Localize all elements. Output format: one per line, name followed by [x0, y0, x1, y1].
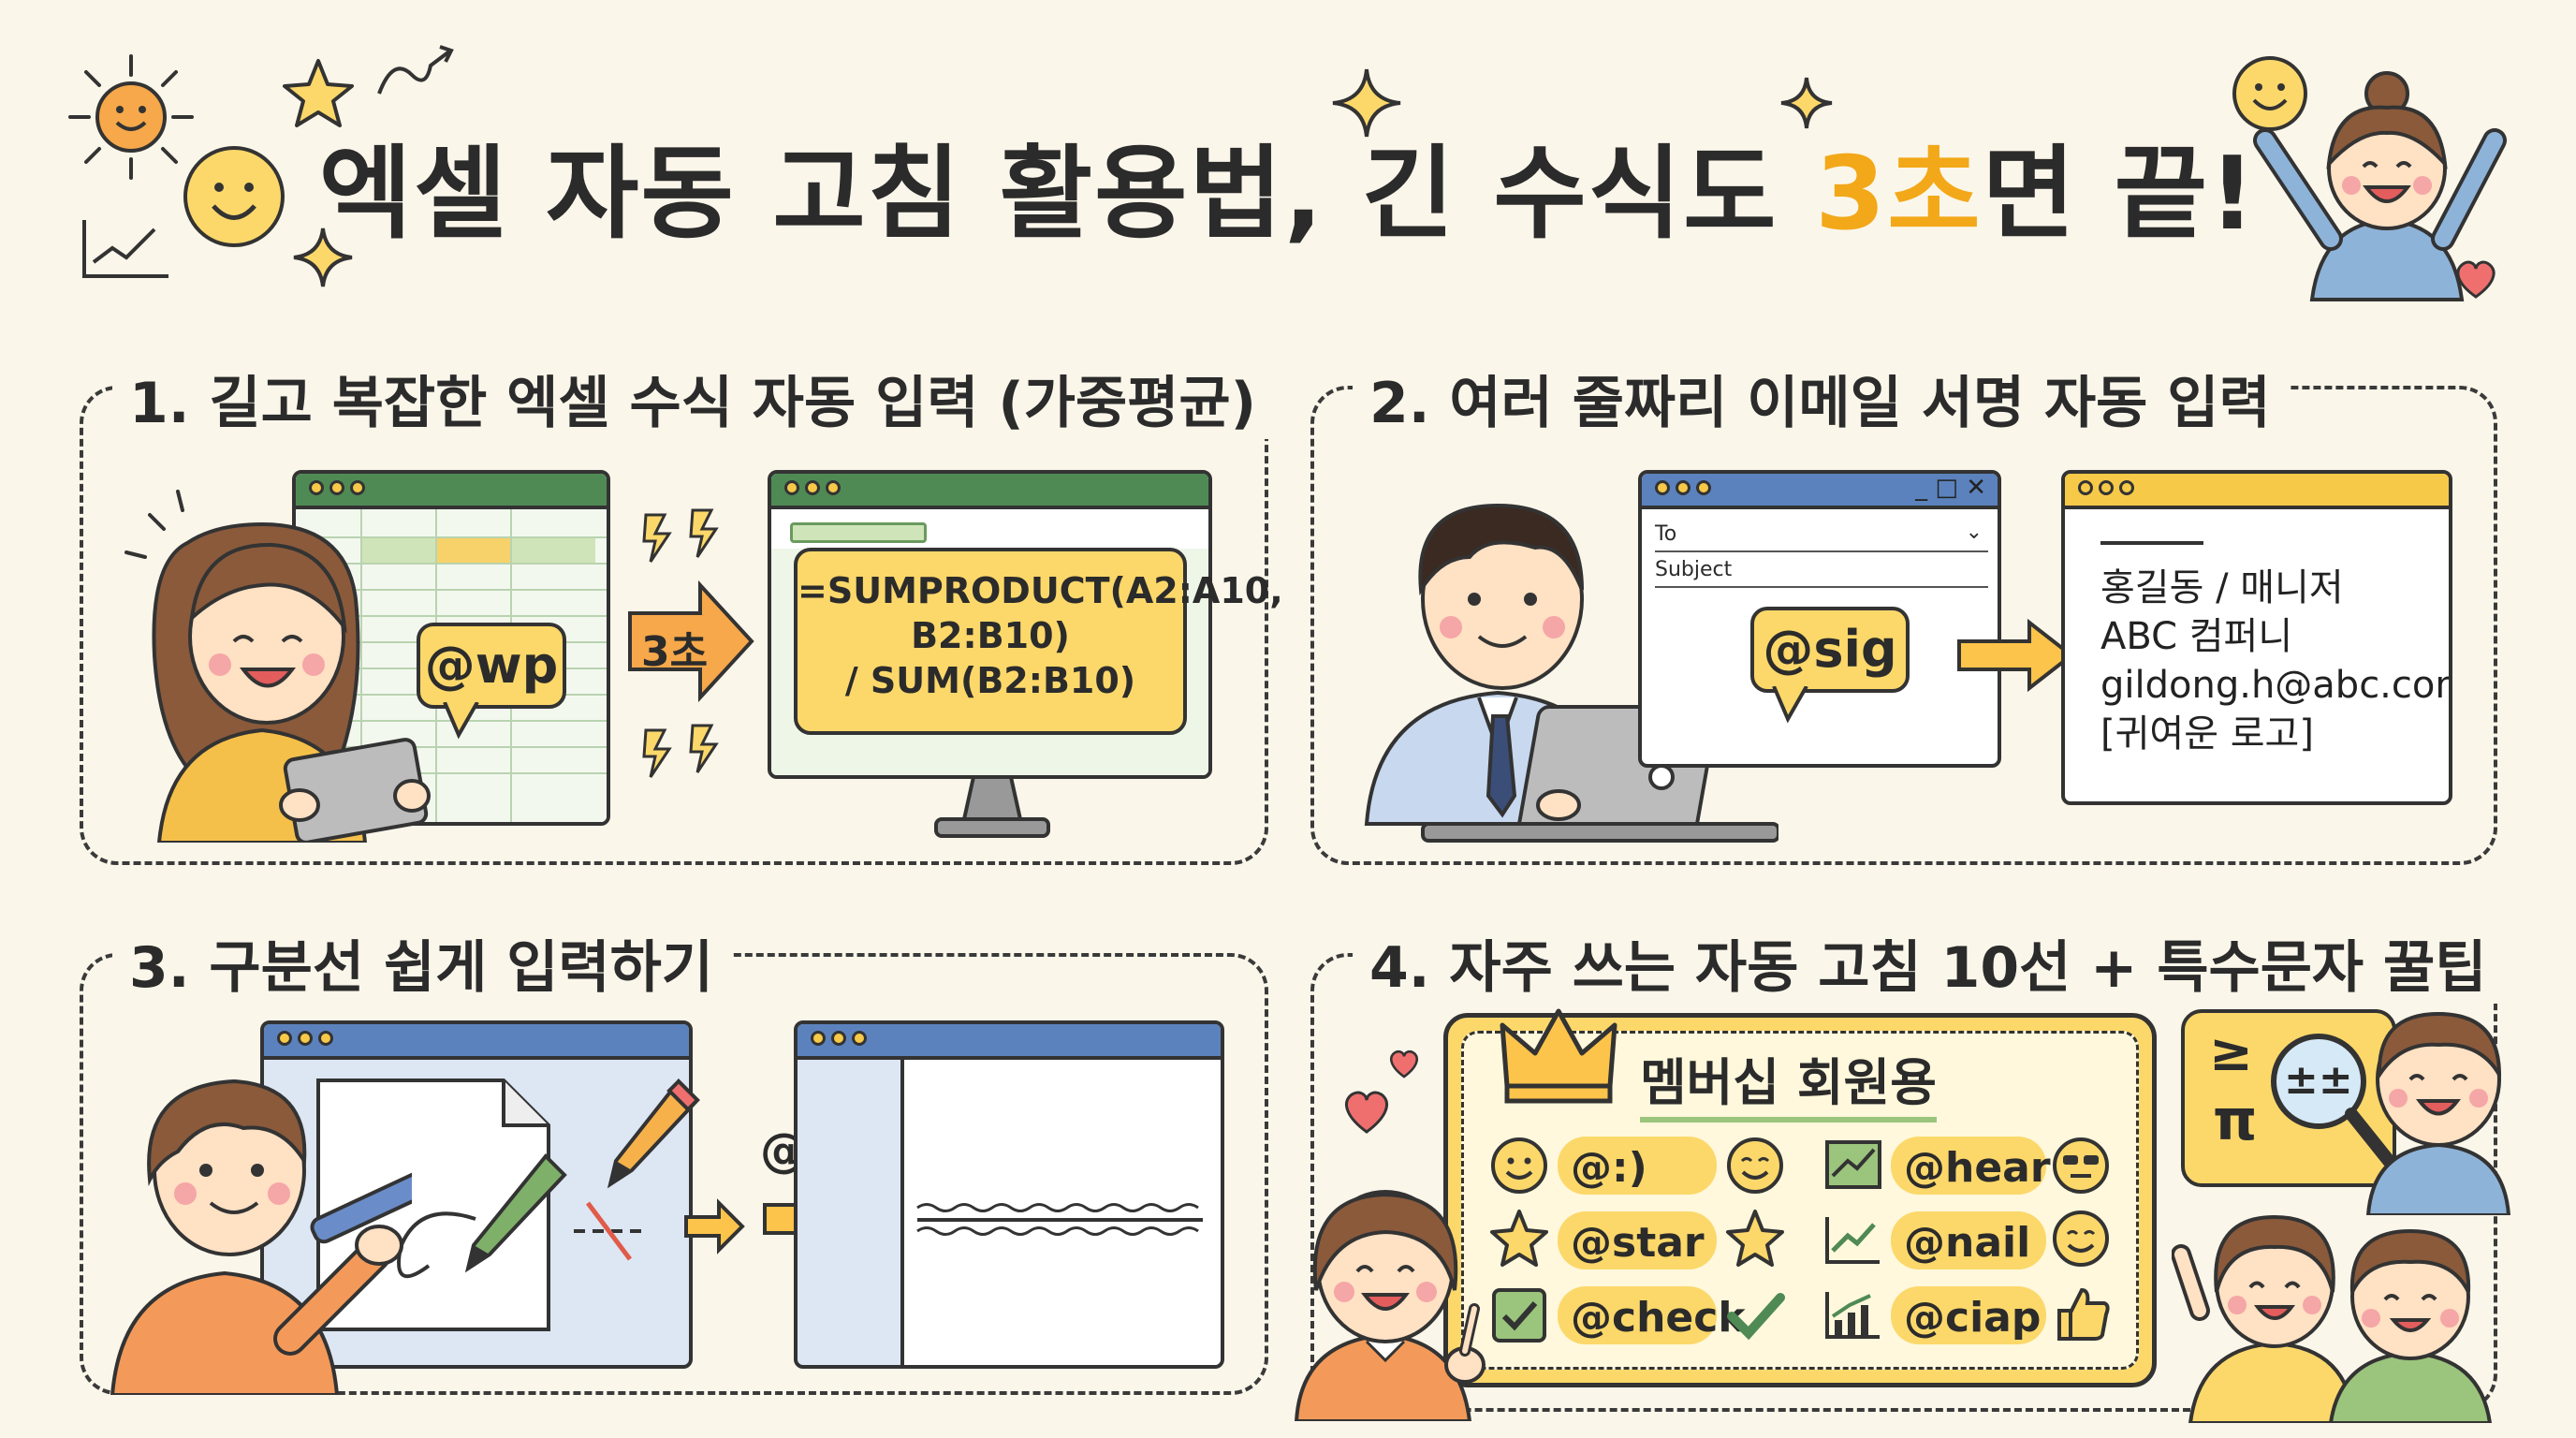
chart-icon	[1825, 1140, 1881, 1189]
title-text: 엑셀 자동 고침 활용법, 긴 수식도	[318, 136, 1816, 253]
man-with-laptop-illustration	[1364, 503, 1778, 843]
lens-symbols: ±±	[2284, 1056, 2353, 1104]
formula-box: =SUMPRODUCT(A2:A10, B2:B10) / SUM(B2:B10…	[794, 548, 1283, 735]
star-icon	[1490, 1210, 1548, 1267]
heart-icon	[1345, 1091, 1388, 1134]
autocorrect-item-check: @check	[1558, 1286, 1746, 1344]
cheering-person-illustration	[2253, 71, 2507, 301]
autocorrect-item-star: @star	[1558, 1211, 1717, 1269]
shortcut-bubble-wp: @wp	[417, 623, 566, 709]
smiley-icon	[183, 146, 285, 247]
title-highlight: 3초	[1815, 136, 1983, 253]
smiley-icon	[1491, 1137, 1547, 1194]
pencil-icon	[464, 1153, 567, 1273]
panel-3-heading: 3. 구분선 쉽게 입력하기	[112, 922, 731, 1004]
card-title: 멤버십 회원용	[1640, 1041, 1937, 1123]
sparkle-icon	[293, 227, 353, 287]
shortcut-bubble-sig: @sig	[1750, 607, 1910, 693]
heart-icon	[2456, 260, 2496, 299]
chevron-down-icon[interactable]: ⌄	[1965, 521, 1983, 544]
signature-window: 홍길동 / 매니저 ABC 컴퍼니 gildong.h@abc.com [귀여운…	[2061, 470, 2452, 805]
formula-line-1: =SUMPRODUCT(A2:A10,	[798, 570, 1283, 611]
checkbox-icon	[1492, 1288, 1546, 1343]
result-window	[794, 1020, 1224, 1369]
smiley-icon	[1727, 1137, 1783, 1194]
chart-doodle-icon	[82, 220, 168, 278]
symbol-geq: ≥	[2209, 1022, 2253, 1083]
symbol-pi: π	[2213, 1088, 2258, 1153]
signature-line-2: ABC 컴퍼니	[2100, 615, 2293, 658]
star-icon	[1726, 1210, 1784, 1267]
sun-icon	[68, 54, 194, 180]
panel-1-heading: 1. 길고 복잡한 엑셀 수식 자동 입력 (가중평균)	[112, 358, 1274, 439]
signature-line-1: 홍길동 / 매니저	[2100, 566, 2344, 609]
strikethrough-dash	[574, 1201, 649, 1261]
pencil-icon	[607, 1078, 700, 1189]
autocorrect-item-hear: @hear	[1891, 1137, 2051, 1195]
girl-pointing-illustration	[1294, 1190, 1486, 1421]
lightning-icon	[642, 508, 719, 563]
smiley-icon	[2053, 1211, 2109, 1267]
lightning-icon	[642, 724, 719, 778]
formula-line-2: B2:B10)	[911, 615, 1070, 656]
arrow-3s	[628, 580, 754, 702]
chart-icon	[1825, 1292, 1880, 1339]
title-text-end: 면 끝!	[1982, 136, 2258, 253]
boy-illustration	[2365, 1011, 2511, 1215]
magnifier-icon	[2271, 1034, 2395, 1167]
crown-icon	[1500, 1008, 1617, 1104]
woman-with-tablet-illustration	[124, 490, 431, 843]
check-icon	[1727, 1293, 1785, 1341]
child-with-pen-illustration	[110, 1078, 412, 1395]
autocorrect-item-nail: @nail	[1891, 1211, 2046, 1269]
window-controls: _ □ ✕	[1915, 474, 1986, 502]
page-title: 엑셀 자동 고침 활용법, 긴 수식도 3초면 끝!	[0, 112, 2576, 258]
to-label: To	[1655, 522, 1677, 546]
sparkle-icon	[1332, 68, 1401, 138]
separator-line	[916, 1203, 1203, 1236]
cool-face-icon	[2053, 1137, 2109, 1194]
arrow-label: 3초	[641, 628, 709, 676]
chart-icon	[1825, 1217, 1880, 1264]
arrow-right-icon	[1957, 618, 2075, 693]
arrow-right-icon	[684, 1198, 745, 1255]
bubble-tail	[1772, 686, 1808, 724]
signature-line-4: [귀여운 로고]	[2100, 712, 2314, 756]
panel-4-heading: 4. 자주 쓰는 자동 고침 10선 + 특수문자 꿀팁	[1353, 922, 2504, 1004]
autocorrect-item-smile: @:)	[1558, 1137, 1717, 1195]
monitor-stand	[934, 777, 1050, 838]
bubble-tail	[443, 702, 479, 740]
formula-line-3: / SUM(B2:B10)	[844, 660, 1136, 701]
autocorrect-item-ciap: @ciap	[1891, 1286, 2046, 1344]
star-icon	[283, 59, 354, 127]
swirl-arrow-icon	[377, 45, 454, 95]
panel-2-heading: 2. 여러 줄짜리 이메일 서명 자동 입력	[1353, 358, 2288, 439]
heart-icon	[1390, 1049, 1418, 1078]
sparkle-icon	[1780, 77, 1833, 129]
signature-line-3: gildong.h@abc.com	[2100, 664, 2452, 707]
subject-label: Subject	[1655, 558, 1733, 581]
children-group-illustration	[2172, 1214, 2493, 1423]
thumbs-up-icon	[2057, 1287, 2110, 1341]
